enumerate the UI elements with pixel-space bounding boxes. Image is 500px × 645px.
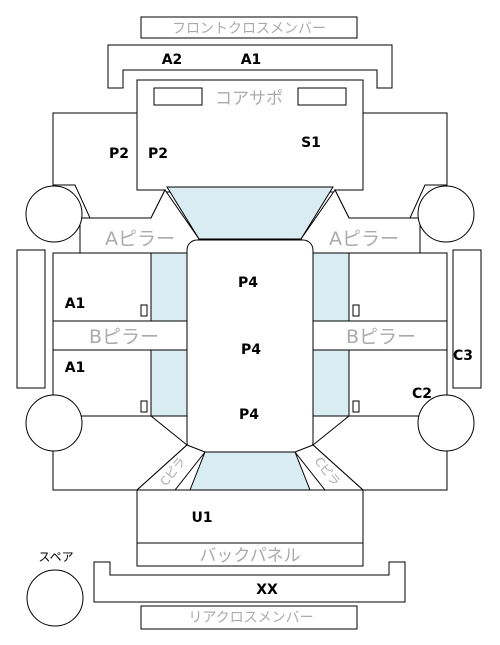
a-pillar-left-label: Aピラー [105, 228, 175, 250]
code-a1-left-lower: A1 [65, 360, 86, 376]
code-a1-front: A1 [241, 52, 262, 68]
code-p2-outer: P2 [109, 146, 129, 162]
rear-right-wheel [417, 394, 475, 452]
code-a1-left-upper: A1 [65, 296, 86, 312]
door-handle-front-left [140, 304, 148, 317]
code-s1: S1 [301, 135, 321, 151]
rear-cross-member-label-box [140, 605, 358, 630]
b-pillar-right [312, 320, 448, 351]
a-pillar-right-label: Aピラー [329, 228, 399, 250]
rear-glass [189, 451, 311, 491]
spare-tire [26, 569, 84, 627]
front-cross-member-label: フロントクロスメンバー [172, 21, 326, 37]
core-support-label: コアサポ [215, 89, 283, 109]
b-pillar-left [52, 320, 188, 351]
rear-bumper-frame [93, 561, 406, 603]
door-handle-front-right [352, 304, 360, 317]
b-pillar-left-label: Bピラー [89, 326, 159, 348]
code-p2-inner: P2 [148, 146, 168, 162]
side-sill-right [452, 249, 482, 389]
code-u1: U1 [191, 510, 212, 526]
back-panel-label: バックパネル [199, 546, 300, 566]
code-p4-bottom: P4 [239, 407, 259, 423]
front-bumper-frame [107, 44, 393, 89]
rear-left-wheel [25, 394, 83, 452]
code-p4-top: P4 [238, 275, 258, 291]
code-p4-mid: P4 [241, 342, 261, 358]
rear-cross-member-label: リアクロスメンバー [188, 610, 313, 626]
door-handle-rear-left [140, 400, 148, 413]
headlight-right [297, 87, 347, 106]
trunk-area [136, 489, 364, 544]
back-panel-box [136, 542, 364, 567]
code-c3: C3 [453, 348, 473, 364]
spare-label: スペア [38, 550, 73, 564]
code-xx: XX [256, 582, 278, 598]
door-handle-rear-right [352, 400, 360, 413]
code-a2-front: A2 [162, 52, 183, 68]
code-c2: C2 [412, 386, 432, 402]
side-sill-left [16, 249, 46, 389]
front-right-wheel [417, 185, 475, 243]
headlight-left [153, 87, 203, 106]
front-door-right [348, 252, 448, 322]
front-left-wheel [25, 185, 83, 243]
front-cross-member-label-box [140, 16, 358, 39]
b-pillar-right-label: Bピラー [346, 326, 416, 348]
